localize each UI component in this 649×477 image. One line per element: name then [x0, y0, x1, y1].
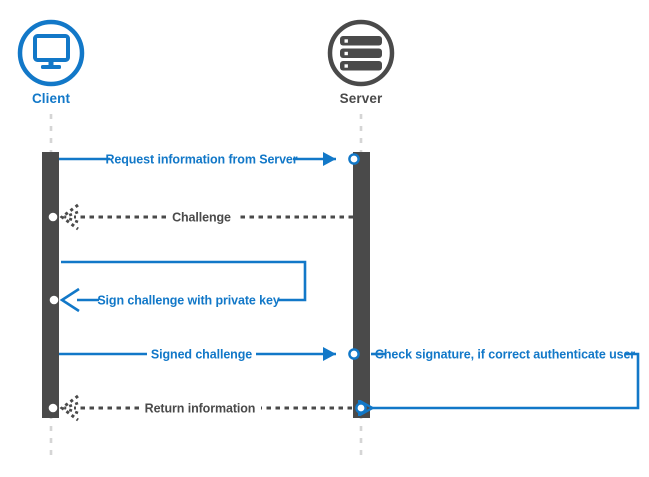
message-6-return-information[interactable]: Return information [48, 394, 367, 422]
return-arrowhead [59, 394, 79, 422]
monitor-icon [17, 19, 85, 87]
actor-client[interactable]: Client [17, 19, 85, 455]
message-2-label: Challenge [172, 211, 231, 225]
actor-server[interactable]: Server [327, 19, 395, 455]
actor-server-label: Server [340, 91, 383, 106]
message-5-label: Check signature, if correct authenticate… [375, 348, 635, 362]
message-3-label: Sign challenge with private key [97, 294, 280, 308]
challenge-arrowhead [59, 203, 79, 231]
message-6-label: Return information [145, 402, 256, 416]
message-4-signed-challenge[interactable]: Signed challenge [59, 347, 360, 362]
server-activation-bar [353, 152, 370, 418]
message-1-label: Request information from Server [105, 153, 297, 167]
actor-client-label: Client [32, 91, 71, 106]
message-2-challenge[interactable]: Challenge [48, 203, 353, 231]
server-rack-icon [327, 19, 395, 87]
message-3-sign-challenge-self-loop[interactable]: Sign challenge with private key [49, 260, 307, 313]
message-1-request-information[interactable]: Request information from Server [59, 152, 360, 167]
message-5-check-signature-self-loop[interactable]: Check signature, if correct authenticate… [371, 348, 640, 409]
client-activation-bar [42, 152, 59, 418]
message-4-label: Signed challenge [151, 348, 252, 362]
